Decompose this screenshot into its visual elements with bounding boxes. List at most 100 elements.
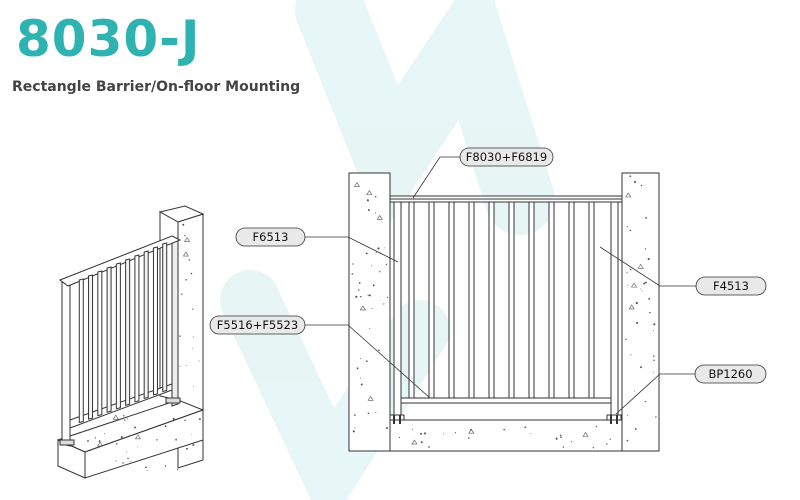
speckle — [630, 268, 632, 271]
speckle — [137, 446, 139, 448]
speckle — [123, 414, 125, 417]
speckle — [626, 272, 628, 274]
speckle — [94, 437, 97, 439]
speckle — [634, 180, 637, 183]
persp-base-plate-left — [59, 439, 75, 446]
picket — [508, 201, 515, 399]
persp-picket — [106, 266, 112, 413]
speckle — [188, 259, 191, 261]
speckle — [653, 323, 656, 326]
speckle — [181, 293, 183, 295]
speckle — [198, 418, 201, 421]
speckle — [562, 446, 565, 448]
right-post — [610, 201, 619, 421]
speckle — [630, 354, 632, 356]
speckle — [190, 433, 192, 435]
speckle — [374, 212, 377, 214]
speckle — [606, 443, 608, 445]
front-view — [348, 172, 660, 452]
svg-text:F5516+F5523: F5516+F5523 — [217, 318, 298, 332]
speckle — [530, 433, 532, 435]
speckle — [639, 288, 641, 290]
speckle — [184, 419, 186, 422]
speckle — [367, 412, 370, 415]
aggregate — [182, 251, 189, 257]
speckle — [647, 258, 650, 261]
speckle — [652, 371, 654, 373]
persp-picket — [152, 246, 158, 396]
speckle — [115, 460, 117, 462]
aggregate — [184, 237, 191, 242]
speckle — [182, 223, 185, 226]
persp-floor-side — [84, 409, 204, 479]
speckle — [592, 447, 595, 449]
base-plate-right — [606, 414, 622, 421]
page-title: 8030-J — [16, 10, 201, 68]
speckle — [412, 428, 413, 430]
picket — [408, 201, 415, 399]
speckle — [555, 437, 558, 440]
speckle — [609, 438, 611, 440]
speckle — [352, 430, 355, 433]
picket — [448, 201, 455, 399]
speckle — [360, 295, 362, 298]
speckle — [367, 209, 370, 211]
speckle — [371, 265, 373, 267]
picket — [548, 201, 555, 399]
aggregate — [97, 441, 104, 447]
speckle — [635, 301, 638, 305]
aggregate — [353, 181, 360, 187]
speckle — [372, 284, 375, 287]
persp-picket — [115, 262, 121, 410]
callout-top-rail: F8030+F6819 — [459, 147, 554, 167]
speckle — [595, 425, 598, 428]
speckle — [356, 367, 359, 370]
speckle — [420, 432, 422, 435]
speckle — [122, 462, 124, 464]
speckle — [366, 199, 369, 202]
speckle — [641, 290, 643, 292]
speckle — [352, 263, 354, 265]
speckle — [468, 437, 470, 439]
speckle — [375, 251, 377, 253]
picket — [468, 201, 475, 399]
aggregate — [582, 431, 589, 437]
speckle — [369, 328, 371, 329]
persp-right-post — [171, 237, 179, 407]
speckle — [120, 436, 123, 439]
speckle — [193, 386, 195, 388]
speckle — [649, 311, 651, 314]
speckle — [355, 295, 358, 298]
speckle — [351, 273, 354, 275]
picket — [488, 201, 495, 399]
svg-text:F6513: F6513 — [253, 230, 289, 244]
speckle — [175, 438, 177, 441]
speckle — [625, 338, 627, 341]
speckle — [104, 433, 105, 435]
aggregate — [468, 428, 475, 434]
speckle — [377, 247, 380, 250]
speckle — [626, 439, 629, 442]
speckle — [191, 308, 194, 310]
speckle — [130, 460, 132, 462]
picket — [568, 201, 575, 399]
speckle — [629, 229, 632, 232]
callout-post: F6513 — [235, 227, 306, 247]
persp-picket — [134, 254, 140, 403]
aggregate — [134, 434, 141, 440]
speckle — [359, 358, 362, 360]
speckle — [191, 347, 193, 349]
speckle — [454, 432, 457, 434]
page-subtitle: Rectangle Barrier/On-floor Mounting — [12, 79, 301, 95]
concrete-texture — [87, 175, 657, 472]
speckle — [571, 441, 573, 443]
svg-text:BP1260: BP1260 — [708, 367, 752, 381]
speckle — [164, 465, 167, 467]
speckle — [365, 360, 368, 363]
speckle — [126, 451, 128, 453]
speckle — [648, 297, 651, 300]
speckle — [627, 415, 628, 417]
speckle — [176, 469, 179, 471]
aggregate — [366, 190, 373, 196]
picket — [428, 201, 435, 399]
